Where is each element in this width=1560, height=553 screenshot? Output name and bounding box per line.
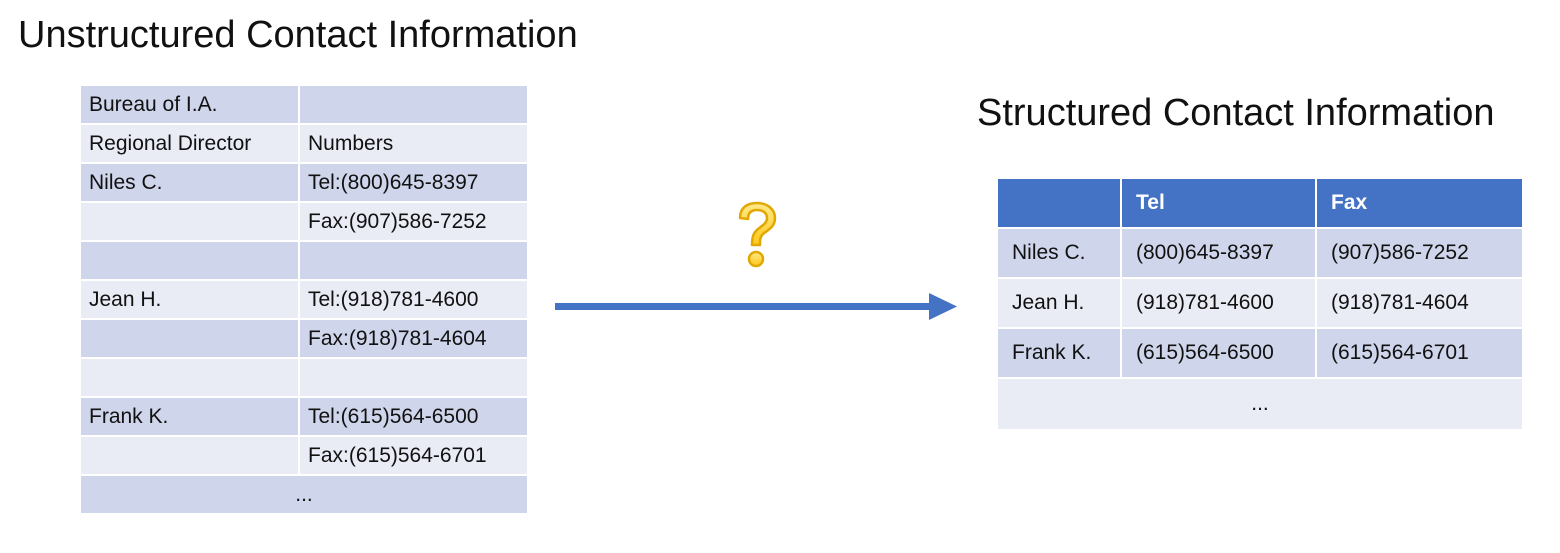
ellipsis-cell: ... bbox=[79, 474, 529, 515]
transform-arrow bbox=[555, 293, 957, 320]
right-title: Structured Contact Information bbox=[977, 92, 1495, 134]
cell-value: Tel:(800)645-8397 bbox=[298, 162, 529, 203]
cell-tel: (615)564-6500 bbox=[1120, 327, 1317, 379]
cell-value: Numbers bbox=[298, 123, 529, 164]
cell-label: Regional Director bbox=[79, 123, 300, 164]
cell-value: Tel:(918)781-4600 bbox=[298, 279, 529, 320]
cell-label: Frank K. bbox=[79, 396, 300, 437]
table-row bbox=[79, 357, 529, 398]
table-row: Frank K. Tel:(615)564-6500 bbox=[79, 396, 529, 437]
table-row: Frank K. (615)564-6500 (615)564-6701 bbox=[996, 327, 1524, 379]
header-row: Tel Fax bbox=[996, 177, 1524, 229]
cell-label bbox=[79, 201, 300, 242]
cell-label: Niles C. bbox=[79, 162, 300, 203]
cell-name: Jean H. bbox=[996, 277, 1122, 329]
cell-label bbox=[79, 357, 300, 398]
table-row: Fax:(907)586-7252 bbox=[79, 201, 529, 242]
table-row: Bureau of I.A. bbox=[79, 84, 529, 125]
cell-tel: (918)781-4600 bbox=[1120, 277, 1317, 329]
left-title: Unstructured Contact Information bbox=[18, 14, 578, 56]
cell-value: Fax:(615)564-6701 bbox=[298, 435, 529, 476]
cell-name: Frank K. bbox=[996, 327, 1122, 379]
cell-label bbox=[79, 318, 300, 359]
unstructured-table: Bureau of I.A. Regional Director Numbers… bbox=[79, 84, 529, 515]
table-row-ellipsis: ... bbox=[996, 377, 1524, 431]
header-fax: Fax bbox=[1315, 177, 1524, 229]
table-row: Jean H. (918)781-4600 (918)781-4604 bbox=[996, 277, 1524, 329]
header-tel: Tel bbox=[1120, 177, 1317, 229]
table-row: Regional Director Numbers bbox=[79, 123, 529, 164]
cell-tel: (800)645-8397 bbox=[1120, 227, 1317, 279]
cell-label bbox=[79, 435, 300, 476]
table-row bbox=[79, 240, 529, 281]
cell-name: Niles C. bbox=[996, 227, 1122, 279]
table-row: Niles C. Tel:(800)645-8397 bbox=[79, 162, 529, 203]
cell-value bbox=[298, 357, 529, 398]
cell-value: Fax:(918)781-4604 bbox=[298, 318, 529, 359]
cell-fax: (907)586-7252 bbox=[1315, 227, 1524, 279]
cell-label: Jean H. bbox=[79, 279, 300, 320]
cell-value: Tel:(615)564-6500 bbox=[298, 396, 529, 437]
header-name bbox=[996, 177, 1122, 229]
structured-table: Tel Fax Niles C. (800)645-8397 (907)586-… bbox=[996, 177, 1524, 431]
table-row-ellipsis: ... bbox=[79, 474, 529, 515]
cell-value bbox=[298, 84, 529, 125]
table-row: Fax:(918)781-4604 bbox=[79, 318, 529, 359]
cell-label bbox=[79, 240, 300, 281]
table-row: Fax:(615)564-6701 bbox=[79, 435, 529, 476]
cell-value: Fax:(907)586-7252 bbox=[298, 201, 529, 242]
question-mark-icon bbox=[738, 201, 777, 268]
cell-fax: (918)781-4604 bbox=[1315, 277, 1524, 329]
cell-label: Bureau of I.A. bbox=[79, 84, 300, 125]
table-row: Jean H. Tel:(918)781-4600 bbox=[79, 279, 529, 320]
table-row: Niles C. (800)645-8397 (907)586-7252 bbox=[996, 227, 1524, 279]
cell-fax: (615)564-6701 bbox=[1315, 327, 1524, 379]
ellipsis-cell: ... bbox=[996, 377, 1524, 431]
cell-value bbox=[298, 240, 529, 281]
